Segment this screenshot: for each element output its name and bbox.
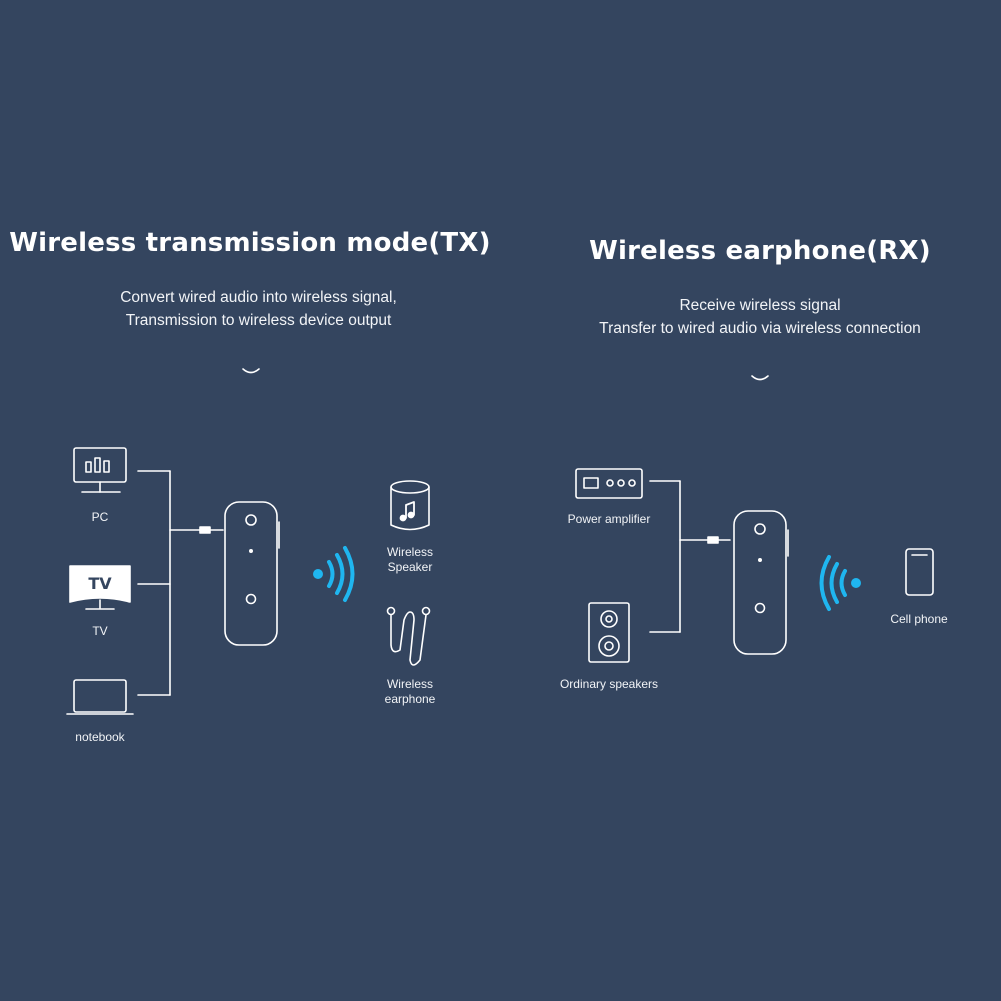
power-amplifier-label: Power amplifier <box>567 512 651 526</box>
tx-title: Wireless transmission mode(TX) <box>9 228 491 258</box>
earphone-icon <box>386 606 431 666</box>
tv-label: TV <box>92 624 108 638</box>
tx-description: Convert wired audio into wireless signal… <box>0 286 517 332</box>
wireless-earphone-label: Wireless earphone <box>370 677 450 707</box>
wireless-earphone-label-line-1: Wireless <box>386 677 433 691</box>
tv-screen-text: TV <box>88 574 112 593</box>
wireless-speaker-label: Wireless Speaker <box>370 545 450 575</box>
rx-signal-icon <box>819 555 861 611</box>
tx-description-line-2: Transmission to wireless device output <box>125 312 392 329</box>
tx-signal-icon <box>313 546 355 602</box>
amplifier-icon <box>575 468 643 499</box>
wireless-speaker-label-line-2: Speaker <box>387 560 433 574</box>
notebook-label: notebook <box>75 730 125 744</box>
phone-icon <box>905 548 934 596</box>
tx-chevron-icon <box>242 368 260 374</box>
ordinary-speakers-label: Ordinary speakers <box>559 677 659 691</box>
rx-jack-icon <box>707 536 731 544</box>
cell-phone-label: Cell phone <box>890 612 948 626</box>
tv-icon <box>69 565 131 610</box>
laptop-icon <box>66 679 134 715</box>
rx-device <box>733 510 789 655</box>
pc-label: PC <box>91 510 109 524</box>
rx-chevron-icon <box>751 375 769 381</box>
rx-connection-lines <box>649 480 709 633</box>
tx-jack-icon <box>199 526 224 534</box>
tx-device <box>224 501 280 646</box>
tx-description-line-1: Convert wired audio into wireless signal… <box>120 289 397 306</box>
tx-connection-lines <box>137 470 201 696</box>
rx-description-line-1: Receive wireless signal <box>679 297 841 314</box>
rx-title: Wireless earphone(RX) <box>589 236 931 266</box>
rx-description-line-2: Transfer to wired audio via wireless con… <box>599 320 921 337</box>
wireless-speaker-label-line-1: Wireless <box>386 545 433 559</box>
wireless-earphone-label-line-2: earphone <box>384 692 436 706</box>
rx-description: Receive wireless signal Transfer to wire… <box>510 294 1001 340</box>
speaker-icon <box>390 480 430 531</box>
loudspeaker-icon <box>588 602 630 663</box>
monitor-icon <box>73 447 127 493</box>
